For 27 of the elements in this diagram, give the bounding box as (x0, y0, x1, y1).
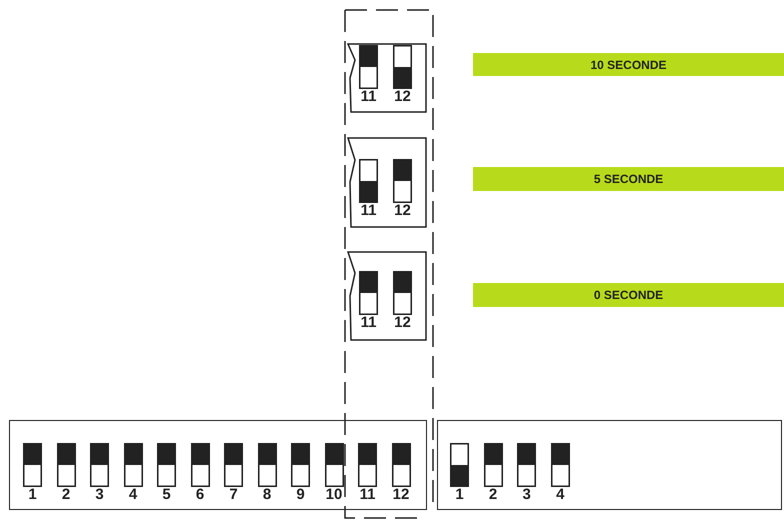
switch-number: 11 (360, 202, 378, 219)
switch-number: 12 (392, 486, 410, 503)
switch-block (9, 420, 427, 510)
switch-number: 3 (522, 486, 532, 503)
switch-number: 7 (228, 486, 239, 503)
duration-bar: 10 SECONDE (473, 53, 784, 76)
switch-number: 9 (295, 486, 306, 503)
switch-number: 11 (360, 88, 378, 105)
switch-number: 1 (454, 486, 465, 503)
switch-number: 11 (360, 314, 378, 331)
duration-bar: 0 SECONDE (473, 283, 784, 307)
switch-block (437, 420, 782, 510)
switch-number: 1 (27, 486, 38, 503)
switch-number: 6 (194, 486, 206, 503)
switch-number: 4 (555, 486, 566, 503)
switch-number: 2 (488, 486, 498, 503)
switch-number: 11 (358, 486, 376, 503)
duration-bar: 5 SECONDE (473, 167, 784, 191)
switch-number: 2 (60, 486, 72, 503)
switch-number: 12 (393, 202, 412, 219)
switch-number: 3 (94, 486, 105, 503)
switch-number: 12 (393, 314, 412, 331)
switch-number: 12 (393, 88, 412, 105)
switch-number: 10 (324, 486, 344, 503)
switch-number: 4 (128, 486, 138, 503)
switch-number: 5 (161, 486, 172, 503)
switch-number: 8 (262, 486, 272, 503)
